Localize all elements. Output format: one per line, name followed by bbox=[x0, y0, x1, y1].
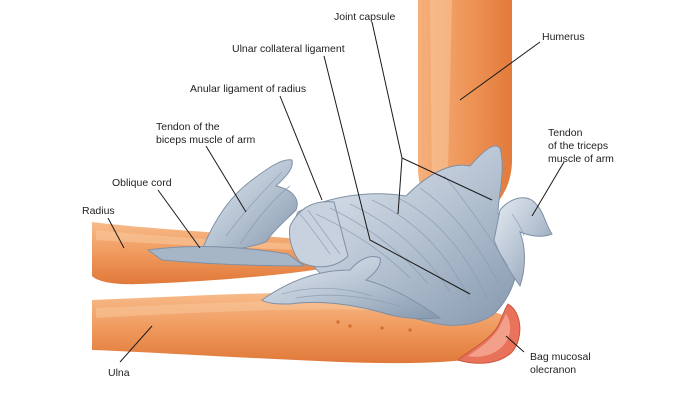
leader-humerus bbox=[459, 41, 541, 101]
label-anular-ligament: Anular ligament of radius bbox=[190, 83, 306, 95]
biceps-tendon bbox=[201, 159, 298, 251]
leader-oblique-cord bbox=[157, 189, 201, 249]
ulna-highlight bbox=[96, 300, 420, 318]
label-biceps-tendon-line1: Tendon of the bbox=[156, 121, 220, 133]
label-oblique-cord: Oblique cord bbox=[112, 177, 172, 189]
olecranon-bursa-inner bbox=[468, 314, 511, 357]
ulna-dot bbox=[380, 326, 384, 330]
ulna-dot bbox=[408, 328, 412, 332]
label-triceps-tendon-line2: of the triceps bbox=[548, 140, 608, 152]
label-triceps-tendon-line1: Tendon bbox=[548, 127, 583, 139]
ulna-dot bbox=[336, 320, 340, 324]
leader-lines bbox=[107, 21, 565, 363]
humerus-highlight bbox=[430, 0, 452, 198]
anular-ligament-band bbox=[289, 201, 349, 268]
leader-bag-mucosal bbox=[505, 335, 525, 353]
label-bag-mucosal-line2: olecranon bbox=[530, 364, 576, 376]
ulna-dot bbox=[348, 324, 352, 328]
triceps-tendon bbox=[493, 197, 553, 288]
leader-anular-ligament bbox=[279, 95, 323, 201]
label-triceps-tendon-line3: muscle of arm bbox=[548, 153, 614, 165]
ulnar-collateral-ligament bbox=[261, 256, 442, 320]
label-radius: Radius bbox=[82, 205, 115, 217]
leader-ulnar-collateral bbox=[323, 55, 471, 295]
label-bag-mucosal-line1: Bag mucosal bbox=[530, 351, 591, 363]
leader-joint-capsule-2 bbox=[397, 157, 403, 215]
label-biceps-tendon-line2: biceps muscle of arm bbox=[156, 134, 255, 146]
leader-radius bbox=[107, 217, 125, 249]
label-ulna: Ulna bbox=[108, 367, 130, 379]
label-joint-capsule: Joint capsule bbox=[334, 11, 395, 23]
label-humerus: Humerus bbox=[542, 31, 585, 43]
leader-triceps-tendon bbox=[531, 161, 565, 217]
leader-biceps-tendon bbox=[205, 145, 247, 213]
leader-ulna bbox=[119, 325, 153, 363]
label-ulnar-collateral: Ulnar collateral ligament bbox=[232, 43, 345, 55]
oblique-cord bbox=[146, 246, 306, 267]
